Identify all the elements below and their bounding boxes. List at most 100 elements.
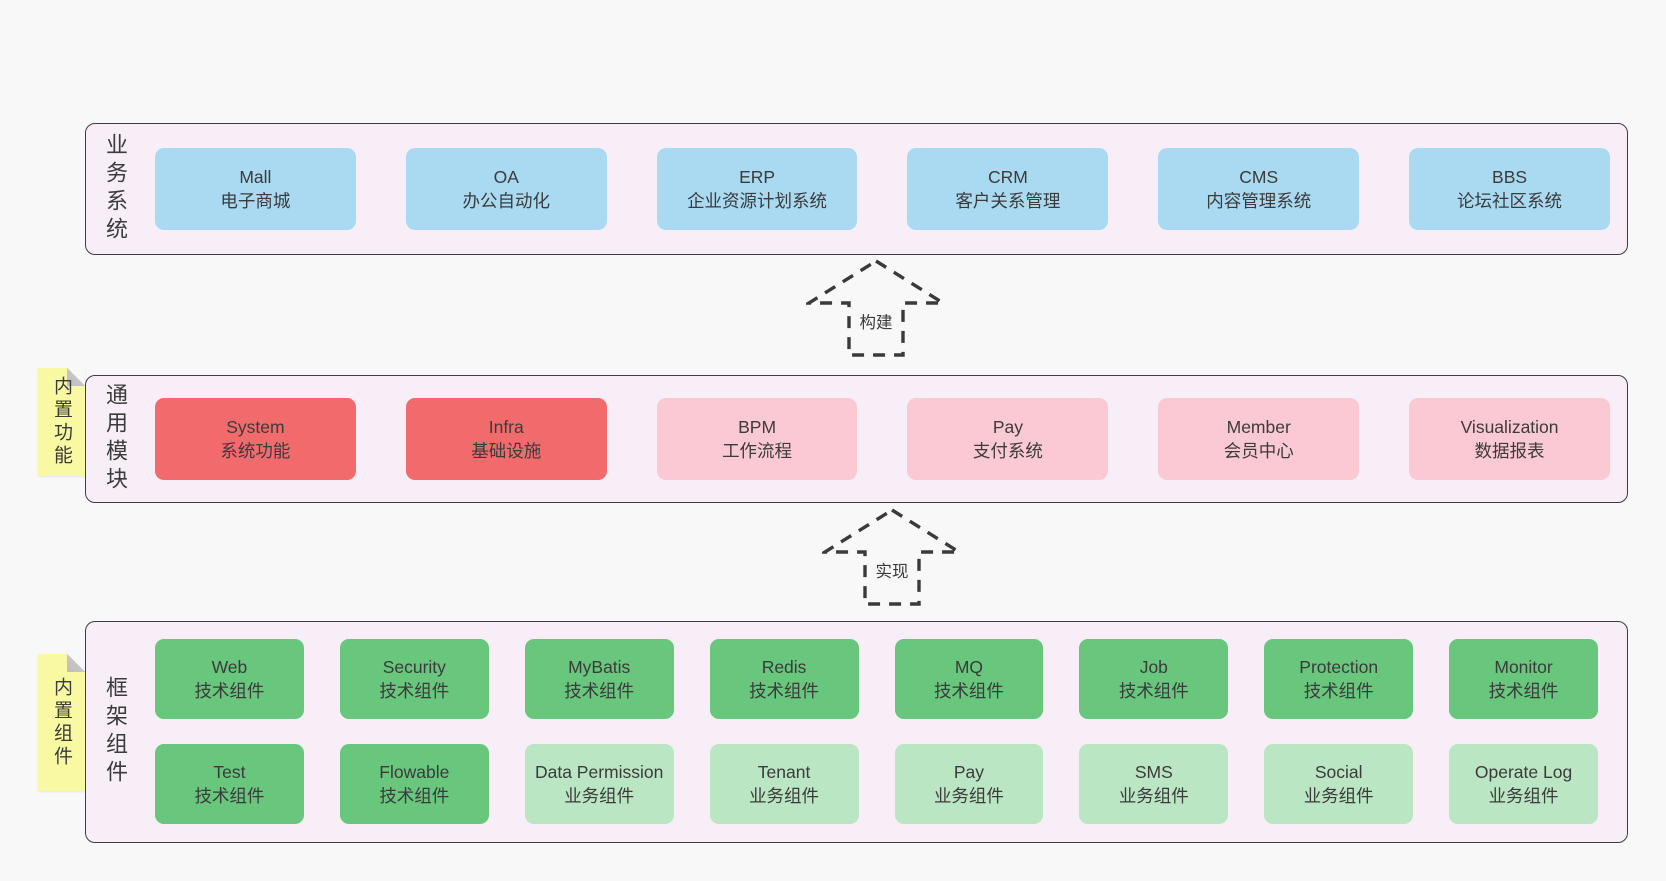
node-title: Job xyxy=(1139,657,1168,677)
node-subtitle: 业务组件 xyxy=(749,786,820,806)
node-subtitle: 技术组件 xyxy=(1488,681,1559,701)
node-title: Protection xyxy=(1299,657,1379,677)
node-subtitle: 技术组件 xyxy=(194,681,265,701)
node-bbs: BBS 论坛社区系统 xyxy=(1409,148,1610,230)
band-boxes-grid: Web 技术组件 Security 技术组件 MyBatis 技术组件 Redi… xyxy=(155,639,1598,824)
node-security: Security 技术组件 xyxy=(339,639,489,719)
node-title: Pay xyxy=(953,762,985,782)
sticky-note-built-in-features: 内置功能 xyxy=(38,368,85,476)
band-framework-components: 框架组件 Web 技术组件 Security 技术组件 MyBatis 技术组件… xyxy=(85,621,1628,843)
node-subtitle: 客户关系管理 xyxy=(955,191,1061,211)
node-title: Test xyxy=(213,762,246,782)
node-title: Data Permission xyxy=(534,762,664,782)
node-subtitle: 技术组件 xyxy=(379,786,450,806)
node-title: Web xyxy=(211,657,248,677)
node-monitor: Monitor 技术组件 xyxy=(1449,639,1598,719)
node-infra: Infra 基础设施 xyxy=(405,398,607,480)
node-subtitle: 技术组件 xyxy=(564,681,635,701)
node-subtitle: 技术组件 xyxy=(379,681,450,701)
node-title: OA xyxy=(493,167,519,187)
band-common-modules: 通用模块 System 系统功能 Infra 基础设施 BPM 工作流程 Pay… xyxy=(85,375,1628,503)
node-subtitle: 论坛社区系统 xyxy=(1457,191,1563,211)
arrow-label: 实现 xyxy=(872,557,912,583)
node-title: Tenant xyxy=(757,762,811,782)
node-subtitle: 业务组件 xyxy=(1118,786,1189,806)
node-subtitle: 基础设施 xyxy=(471,441,542,461)
up-arrow-icon xyxy=(822,507,962,606)
folded-corner-icon xyxy=(67,654,85,672)
node-title: MQ xyxy=(954,657,984,677)
node-subtitle: 工作流程 xyxy=(722,441,793,461)
node-crm: CRM 客户关系管理 xyxy=(907,148,1109,230)
node-social: Social 业务组件 xyxy=(1264,744,1414,824)
node-subtitle: 业务组件 xyxy=(1303,786,1374,806)
node-title: Pay xyxy=(992,417,1023,437)
band-label: 通用模块 xyxy=(103,383,128,495)
node-member: Member 会员中心 xyxy=(1158,398,1360,480)
sticky-note-label: 内置组件 xyxy=(51,676,72,769)
node-subtitle: 技术组件 xyxy=(749,681,820,701)
node-subtitle: 业务组件 xyxy=(564,786,635,806)
node-subtitle: 支付系统 xyxy=(972,441,1043,461)
node-subtitle: 技术组件 xyxy=(1303,681,1374,701)
node-sms: SMS 业务组件 xyxy=(1079,744,1229,824)
node-title: System xyxy=(226,417,285,437)
node-title: Social xyxy=(1314,762,1363,782)
node-oa: OA 办公自动化 xyxy=(405,148,607,230)
node-title: SMS xyxy=(1134,762,1173,782)
sticky-note-built-in-components: 内置组件 xyxy=(38,654,85,791)
node-subtitle: 内容管理系统 xyxy=(1206,191,1312,211)
node-subtitle: 系统功能 xyxy=(220,441,291,461)
node-title: Member xyxy=(1226,417,1291,437)
node-subtitle: 技术组件 xyxy=(1118,681,1189,701)
node-title: CRM xyxy=(987,167,1028,187)
node-title: CMS xyxy=(1239,167,1279,187)
node-title: Security xyxy=(382,657,446,677)
node-system: System 系统功能 xyxy=(155,398,356,480)
band-label: 框架组件 xyxy=(103,676,128,788)
band-business-systems: 业务系统 Mall 电子商城 OA 办公自动化 ERP 企业资源计划系统 CRM… xyxy=(85,123,1628,255)
node-title: Redis xyxy=(761,657,807,677)
node-subtitle: 技术组件 xyxy=(933,681,1004,701)
band-boxes-row: System 系统功能 Infra 基础设施 BPM 工作流程 Pay 支付系统… xyxy=(155,376,1610,502)
dashed-up-arrow-implement: 实现 xyxy=(822,507,962,607)
node-title: Visualization xyxy=(1460,417,1559,437)
band-boxes-row: Mall 电子商城 OA 办公自动化 ERP 企业资源计划系统 CRM 客户关系… xyxy=(155,124,1610,254)
sticky-note-label: 内置功能 xyxy=(51,376,72,468)
node-title: ERP xyxy=(739,167,776,187)
node-subtitle: 办公自动化 xyxy=(462,191,550,211)
node-job: Job 技术组件 xyxy=(1079,639,1229,719)
node-subtitle: 业务组件 xyxy=(933,786,1004,806)
band-label: 业务系统 xyxy=(103,133,128,245)
node-title: Flowable xyxy=(379,762,450,782)
node-title: Monitor xyxy=(1494,657,1553,677)
node-data-permission: Data Permission 业务组件 xyxy=(524,744,674,824)
node-subtitle: 企业资源计划系统 xyxy=(687,191,828,211)
node-tenant: Tenant 业务组件 xyxy=(709,744,859,824)
node-title: BBS xyxy=(1492,167,1528,187)
node-subtitle: 电子商城 xyxy=(220,191,291,211)
node-protection: Protection 技术组件 xyxy=(1264,639,1414,719)
folded-corner-icon xyxy=(67,368,85,386)
node-cms: CMS 内容管理系统 xyxy=(1158,148,1360,230)
up-arrow-icon xyxy=(806,258,946,357)
node-title: Operate Log xyxy=(1474,762,1573,782)
node-operate-log: Operate Log 业务组件 xyxy=(1449,744,1598,824)
dashed-up-arrow-build: 构建 xyxy=(806,258,946,358)
node-bpm: BPM 工作流程 xyxy=(656,398,858,480)
node-flowable: Flowable 技术组件 xyxy=(339,744,489,824)
node-mybatis: MyBatis 技术组件 xyxy=(524,639,674,719)
node-subtitle: 数据报表 xyxy=(1474,441,1545,461)
node-mall: Mall 电子商城 xyxy=(155,148,356,230)
node-redis: Redis 技术组件 xyxy=(709,639,859,719)
node-subtitle: 技术组件 xyxy=(194,786,265,806)
node-test: Test 技术组件 xyxy=(155,744,304,824)
node-pay-component: Pay 业务组件 xyxy=(894,744,1044,824)
node-title: Infra xyxy=(488,417,524,437)
node-visualization: Visualization 数据报表 xyxy=(1409,398,1610,480)
node-title: MyBatis xyxy=(568,657,631,677)
node-pay: Pay 支付系统 xyxy=(907,398,1109,480)
arrow-label: 构建 xyxy=(856,308,896,334)
node-erp: ERP 企业资源计划系统 xyxy=(656,148,858,230)
